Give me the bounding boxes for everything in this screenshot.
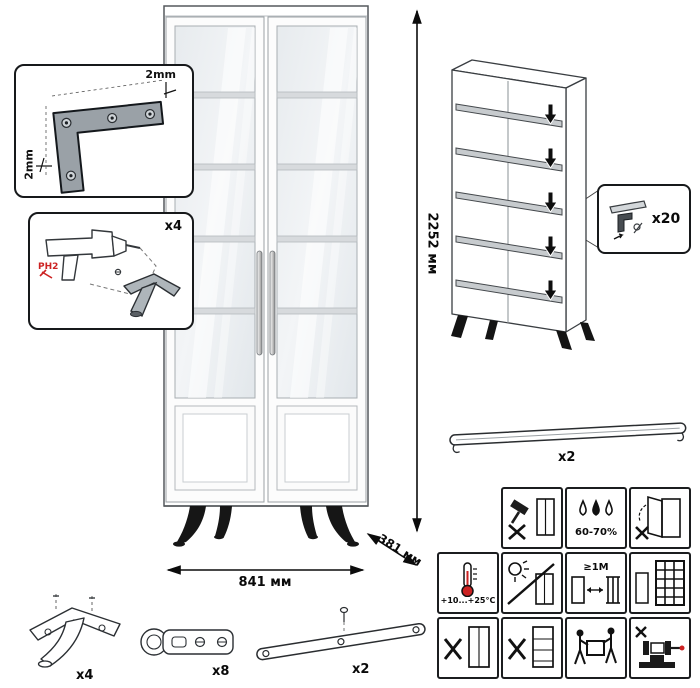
drill-callout: x4 PH2 (28, 212, 194, 330)
shelf-pin-count-label: x20 (651, 211, 681, 227)
care-instructions-grid: 60-70% (437, 487, 691, 682)
handle-part-drawing (449, 422, 687, 453)
shelf-pin-drawing (608, 200, 647, 240)
water-drops-icon (579, 498, 613, 516)
carry-two-people-icon (574, 627, 617, 665)
care-icon-radiator-grid (629, 552, 691, 614)
corner-bracket-drawing (36, 79, 177, 194)
leg-part-drawing (29, 594, 121, 668)
no-sunlight-icon (507, 560, 555, 605)
depth-dimension-label: 381 мм (375, 531, 425, 569)
strap-count-label: x2 (352, 662, 370, 677)
care-icon-no-tilt (437, 617, 499, 679)
care-icon-heat-distance: ≥1M (565, 552, 627, 614)
drill-drawing (39, 229, 181, 318)
care-icon-humidity: 60-70% (565, 487, 627, 549)
temperature-label: +10...+25°C (440, 595, 496, 605)
care-icon-no-drag (501, 617, 563, 679)
thermometer-icon (461, 561, 477, 597)
hinge-part-drawing (140, 628, 234, 656)
left-bottom-panel (174, 405, 256, 491)
radiator-grid-icon (635, 560, 685, 606)
care-row-3 (437, 617, 691, 679)
width-dimension-label: 841 мм (238, 575, 292, 590)
shelf-pin-callout: x20 (597, 184, 691, 254)
shelves (455, 103, 563, 304)
corner-dim-top-label: 2mm (145, 68, 176, 81)
right-door-handle (269, 250, 276, 356)
vise-clamp-icon (635, 626, 685, 668)
distance-label: ≥1M (583, 561, 609, 573)
care-row-2: +10...+25°C ≥1M (437, 552, 691, 614)
care-icon-no-clamp (629, 617, 691, 679)
care-icon-no-door-slam (629, 487, 691, 549)
corner-bracket-callout: 2mm 2mm (14, 64, 194, 198)
no-door-slam-icon (635, 495, 681, 540)
cabinet-legs (173, 506, 359, 547)
left-door-handle (256, 250, 263, 356)
cabinet-perspective-view (451, 59, 595, 350)
care-icon-temperature: +10...+25°C (437, 552, 499, 614)
strap-part-drawing (256, 606, 426, 661)
perspective-legs (451, 315, 595, 350)
care-icon-no-sunlight (501, 552, 563, 614)
drill-count-label: x4 (164, 219, 182, 234)
no-tilt-icon (443, 626, 490, 668)
no-drag-icon (507, 626, 554, 668)
corner-dim-side-label: 2mm (22, 149, 36, 180)
heat-distance-icon (571, 575, 620, 604)
humidity-label: 60-70% (574, 526, 617, 538)
right-bottom-panel (276, 405, 358, 491)
handle-count-label: x2 (558, 450, 576, 465)
care-icon-no-hammer (501, 487, 563, 549)
no-hammer-icon (508, 498, 555, 541)
hinge-count-label: x8 (212, 664, 230, 679)
right-glass-pane (276, 25, 358, 399)
drill-bit-label: PH2 (38, 262, 59, 272)
care-icon-carry-two-people (565, 617, 627, 679)
care-row-1: 60-70% (437, 487, 691, 549)
leg-count-label: x4 (76, 668, 94, 683)
